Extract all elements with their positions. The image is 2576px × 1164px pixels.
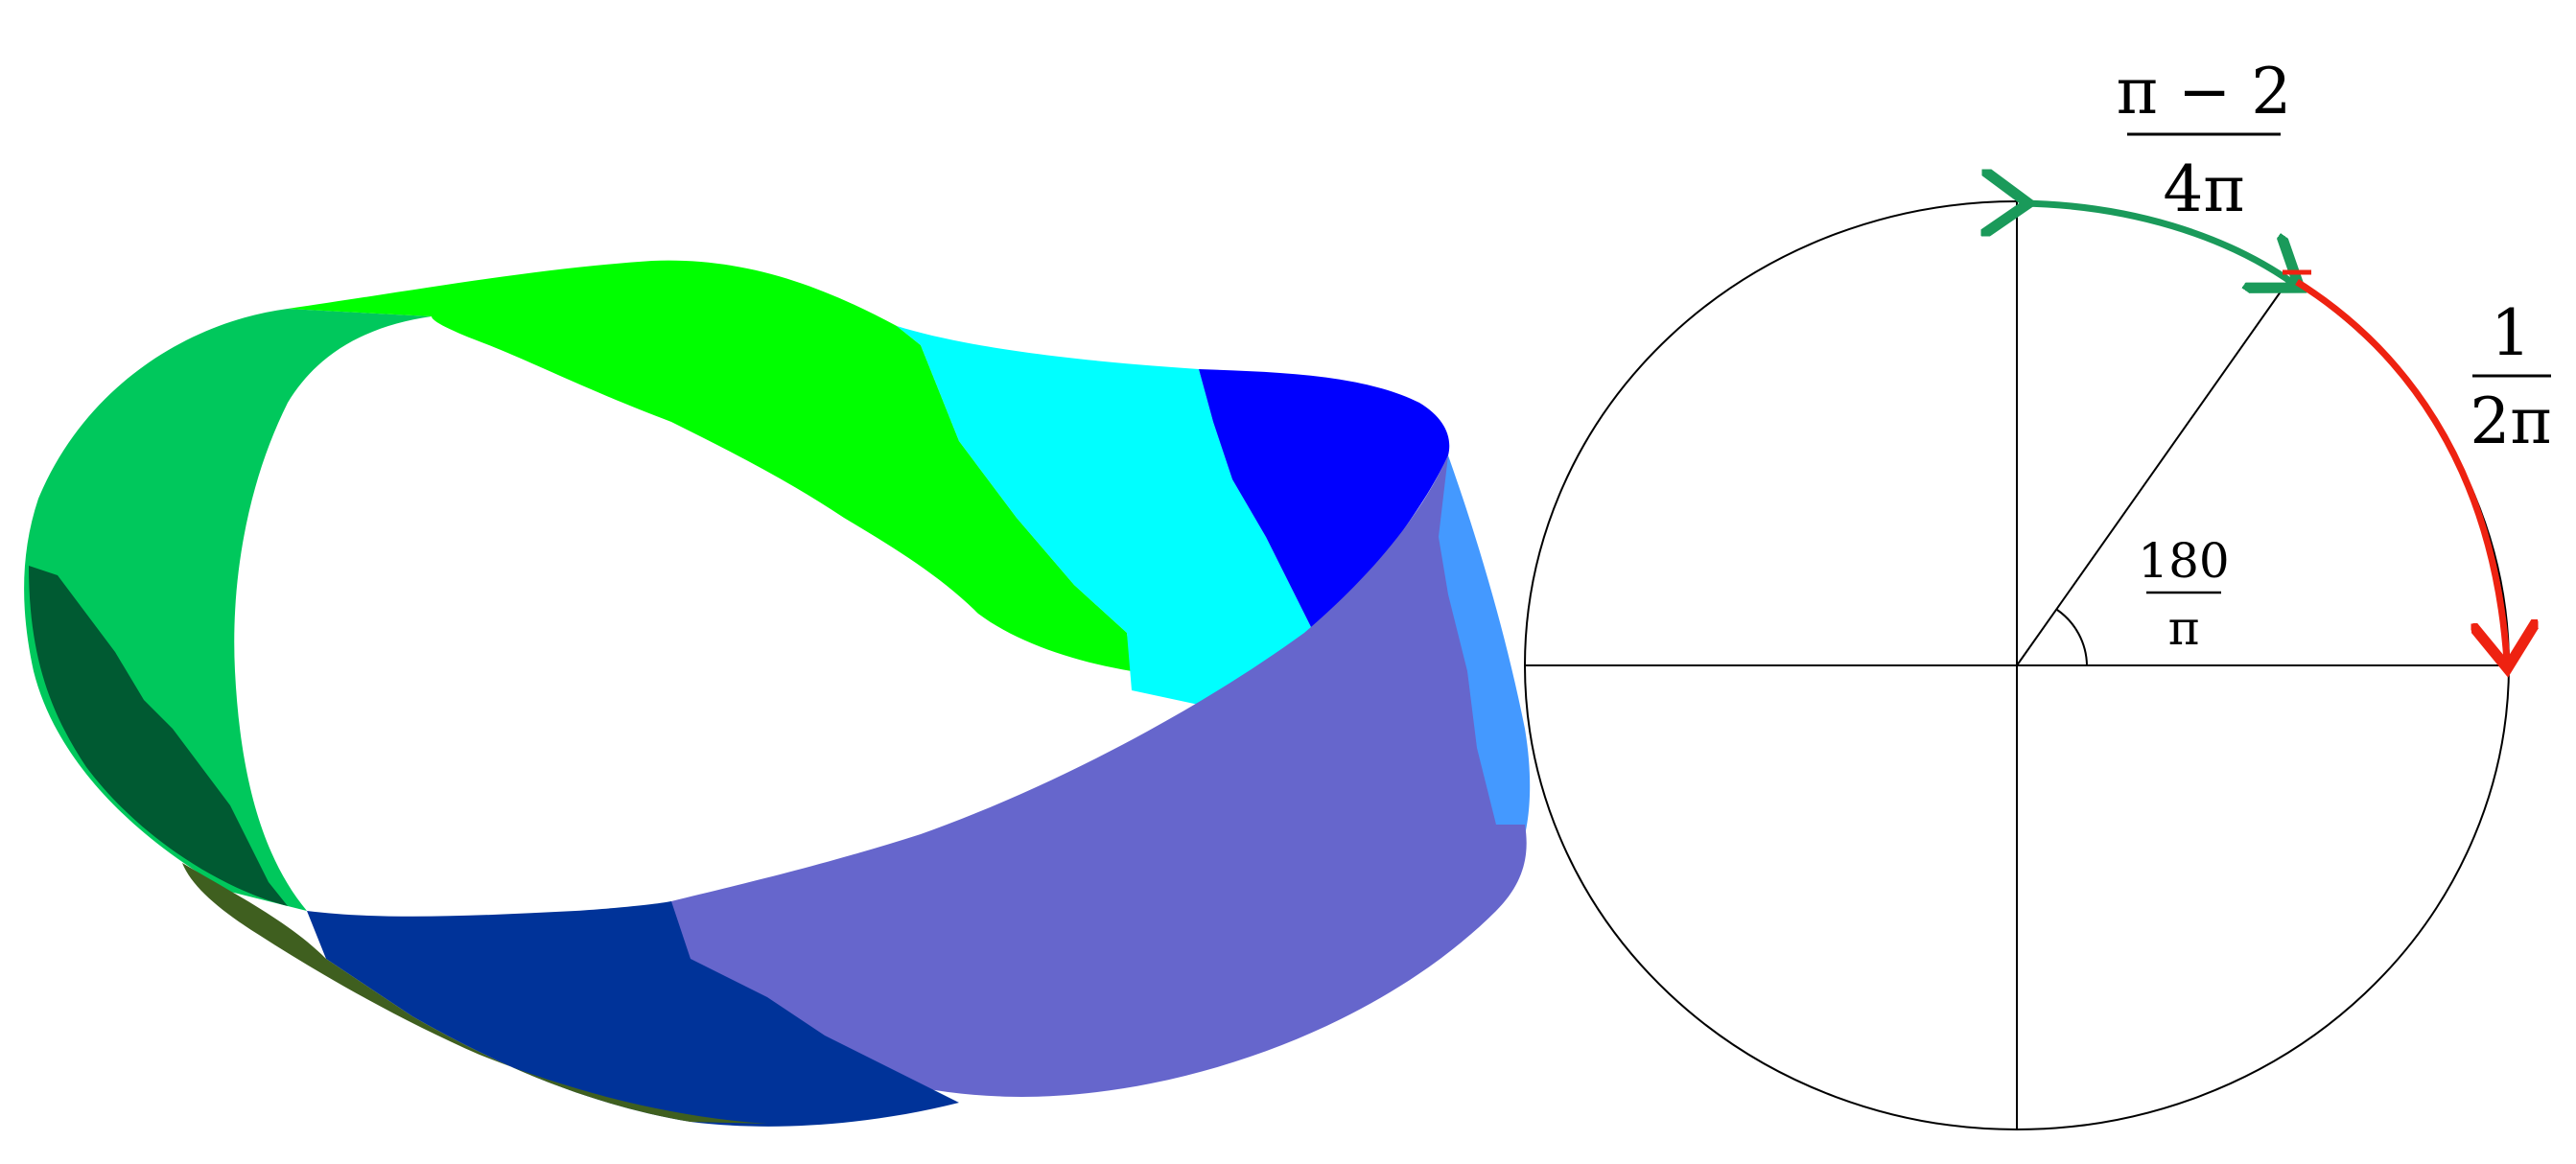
label-arc-right: 1 2π bbox=[2470, 296, 2551, 458]
label-arc-top-denominator: 4π bbox=[2163, 152, 2244, 226]
band-navy bbox=[307, 901, 959, 1127]
label-angle-denominator: π bbox=[2168, 600, 2200, 656]
radius-line bbox=[2016, 277, 2291, 666]
label-arc-top-numerator: π − 2 bbox=[2117, 55, 2292, 128]
band-lime bbox=[288, 260, 1132, 671]
label-angle-numerator: 180 bbox=[2138, 533, 2229, 589]
mobius-strip bbox=[24, 260, 1531, 1127]
red-arc bbox=[2295, 279, 2507, 662]
label-arc-right-numerator: 1 bbox=[2491, 296, 2531, 370]
label-angle: 180 π bbox=[2138, 533, 2229, 656]
unit-circle-diagram: π − 2 4π 1 2π 180 π bbox=[1524, 55, 2552, 1130]
label-arc-top: π − 2 4π bbox=[2117, 55, 2292, 226]
green-arc bbox=[2022, 203, 2294, 284]
angle-arc bbox=[2056, 609, 2088, 666]
band-sky bbox=[1429, 455, 1531, 863]
band-dark-green bbox=[29, 566, 288, 906]
band-cyan bbox=[897, 326, 1323, 705]
band-slate bbox=[671, 455, 1527, 1097]
band-blue bbox=[1199, 369, 1450, 652]
label-arc-right-denominator: 2π bbox=[2470, 384, 2551, 458]
